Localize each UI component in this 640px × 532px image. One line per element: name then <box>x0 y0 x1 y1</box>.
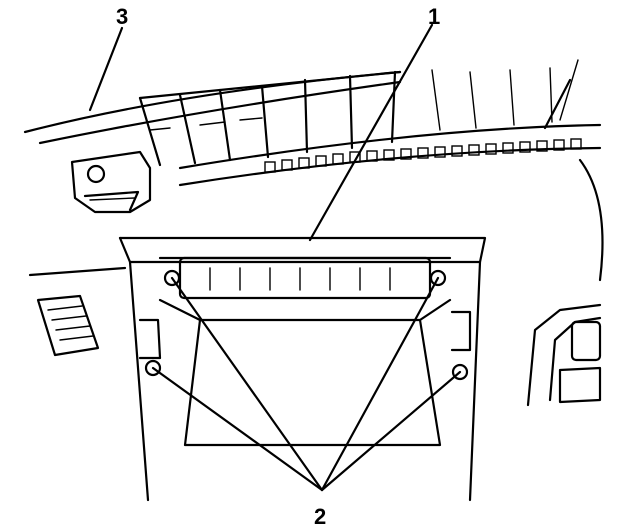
dashboard-top-edge <box>23 70 604 282</box>
vent-grille-row <box>264 138 582 173</box>
left-vent-knob <box>70 150 152 214</box>
left-side-vent <box>36 294 100 357</box>
dash-midline <box>28 266 127 277</box>
callout-label-1: 1 <box>428 4 440 29</box>
windshield-hatch <box>431 59 579 131</box>
screw-bosses <box>144 269 469 381</box>
callout-label-3: 3 <box>116 4 128 29</box>
defroster-slats <box>138 70 402 167</box>
right-side-panel <box>526 303 602 407</box>
leader-lines <box>88 23 572 492</box>
callout-label-2: 2 <box>314 504 326 529</box>
